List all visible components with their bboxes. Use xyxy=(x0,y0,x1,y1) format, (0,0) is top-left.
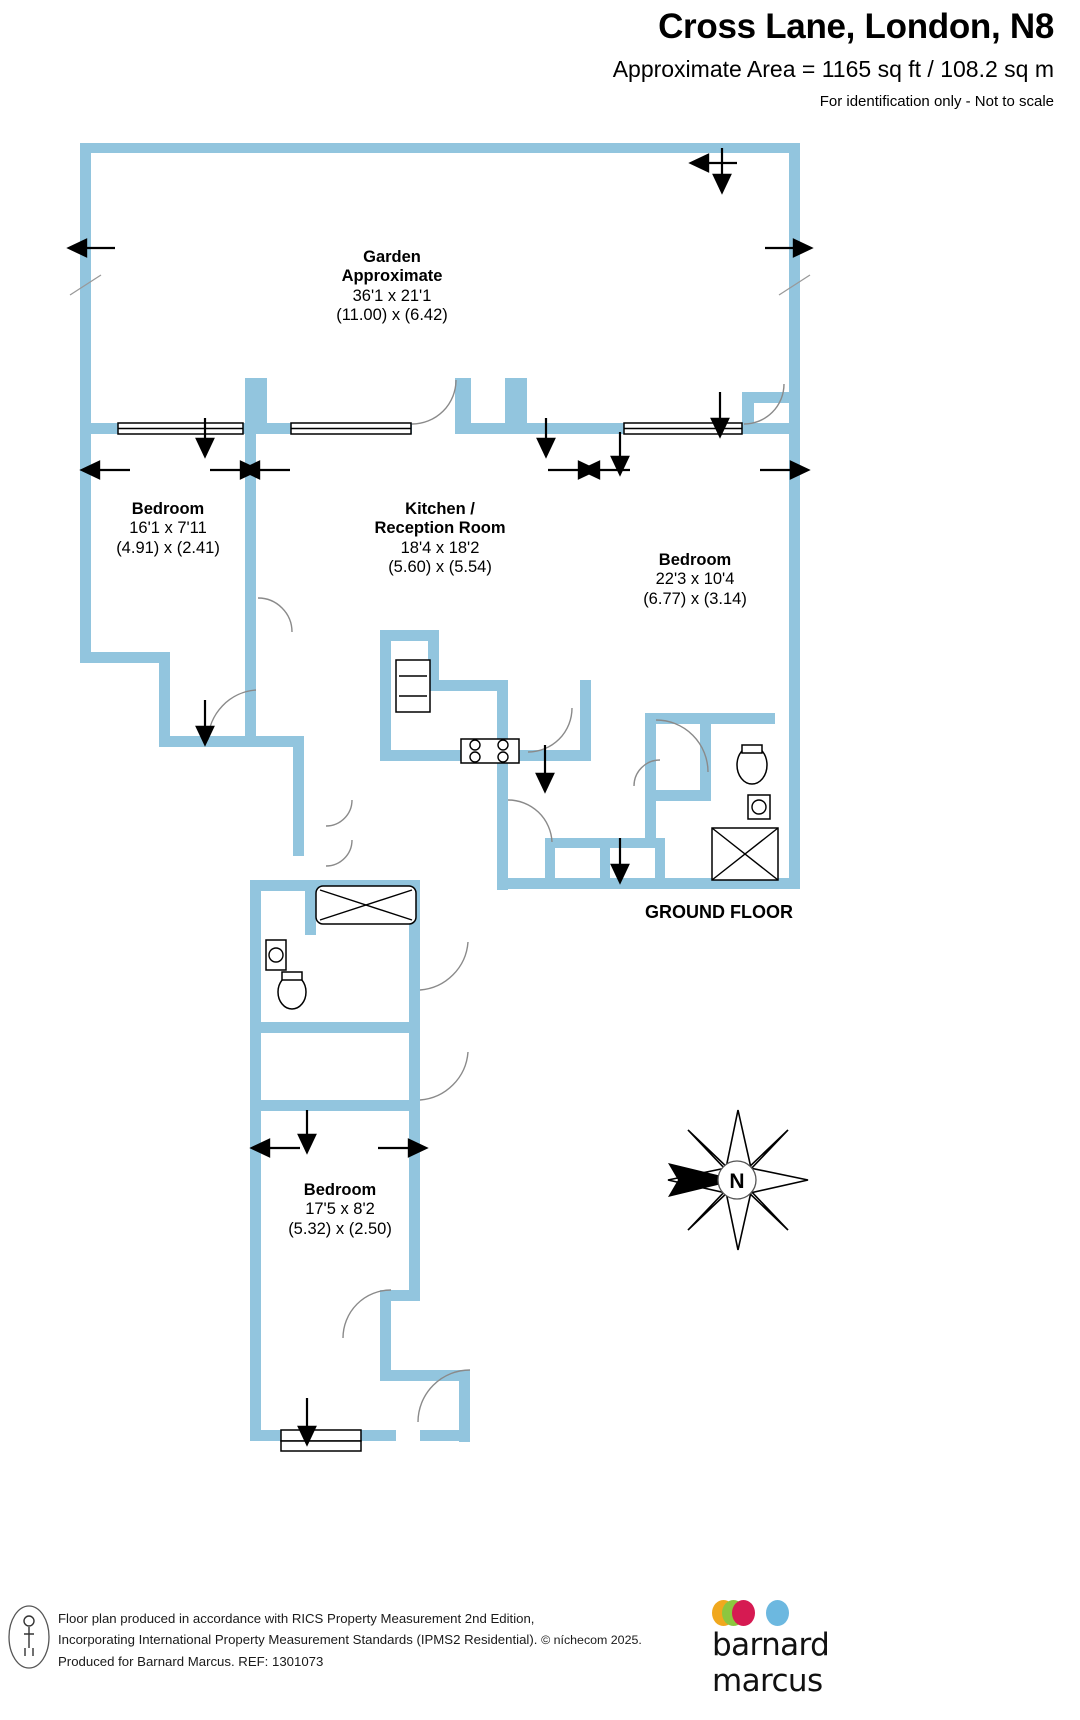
room-label-garden: Garden Approximate 36'1 x 21'1 (11.00) x… xyxy=(292,248,492,326)
room-dimension-arrows xyxy=(79,392,811,1447)
room-dim-metric: (5.32) x (2.50) xyxy=(288,1219,392,1238)
brand-dot-red xyxy=(732,1600,755,1626)
bathroom-fixtures xyxy=(265,744,779,1010)
person-scale-icon xyxy=(8,1605,50,1669)
room-label-bedroom-3: Bedroom 17'5 x 8'2 (5.32) x (2.50) xyxy=(240,1181,440,1239)
room-name-line1: Bedroom xyxy=(303,1181,377,1199)
floor-label: GROUND FLOOR xyxy=(645,902,793,922)
windows xyxy=(117,422,743,1452)
footer-note: Floor plan produced in accordance with R… xyxy=(58,1608,642,1672)
page-title: Cross Lane, London, N8 xyxy=(658,7,1054,46)
garden-walls xyxy=(80,143,800,433)
room-dim-imperial: 18'4 x 18'2 xyxy=(400,538,480,557)
room-name-line1: Garden xyxy=(363,248,421,266)
kitchen-fixtures xyxy=(395,659,520,764)
room-label-bedroom-2: Bedroom 22'3 x 10'4 (6.77) x (3.14) xyxy=(595,551,795,609)
room-dim-imperial: 16'1 x 7'11 xyxy=(129,519,207,538)
footer-copyright: © níchecom 2025. xyxy=(541,1633,642,1648)
room-dim-imperial: 36'1 x 21'1 xyxy=(352,286,432,305)
room-dim-imperial: 22'3 x 10'4 xyxy=(655,570,735,589)
room-name-line1: Kitchen / xyxy=(405,500,475,518)
wall-break-marks xyxy=(69,274,811,296)
footer-line-2-text: Incorporating International Property Mea… xyxy=(58,1632,538,1648)
brand-name: barnard marcus xyxy=(712,1627,830,1699)
room-name-line2: Approximate xyxy=(341,267,443,286)
room-dim-metric: (4.91) x (2.41) xyxy=(116,538,220,557)
compass-rose: N xyxy=(667,1109,809,1251)
footer-line-1: Floor plan produced in accordance with R… xyxy=(58,1611,535,1626)
plan-header: Cross Lane, London, N8 Approximate Area … xyxy=(0,0,1080,111)
brand-dots xyxy=(712,1600,922,1626)
room-name-line1: Bedroom xyxy=(131,500,205,518)
room-dim-metric: (5.60) x (5.54) xyxy=(388,558,492,577)
upper-floor-walls xyxy=(80,378,800,890)
garden-dimension-arrows xyxy=(66,153,814,258)
room-label-bedroom-1: Bedroom 16'1 x 7'11 (4.91) x (2.41) xyxy=(68,500,268,558)
room-dim-imperial: 17'5 x 8'2 xyxy=(305,1200,375,1219)
room-dim-metric: (6.77) x (3.14) xyxy=(643,589,747,608)
footer-line-2: Incorporating International Property Mea… xyxy=(58,1629,642,1650)
brand-logo: barnard marcus xyxy=(712,1600,922,1699)
scale-disclaimer: For identification only - Not to scale xyxy=(819,92,1054,110)
room-label-kitchen-reception: Kitchen / Reception Room 18'4 x 18'2 (5.… xyxy=(330,500,550,578)
approximate-area: Approximate Area = 1165 sq ft / 108.2 sq… xyxy=(612,56,1054,83)
compass-north-label: N xyxy=(729,1170,744,1193)
footer-line-3: Produced for Barnard Marcus. REF: 130107… xyxy=(58,1653,324,1669)
brand-dot-blue xyxy=(766,1600,789,1626)
room-dim-metric: (11.00) x (6.42) xyxy=(336,306,448,325)
room-name-line2: Reception Room xyxy=(374,519,506,538)
room-name-line1: Bedroom xyxy=(658,551,732,569)
